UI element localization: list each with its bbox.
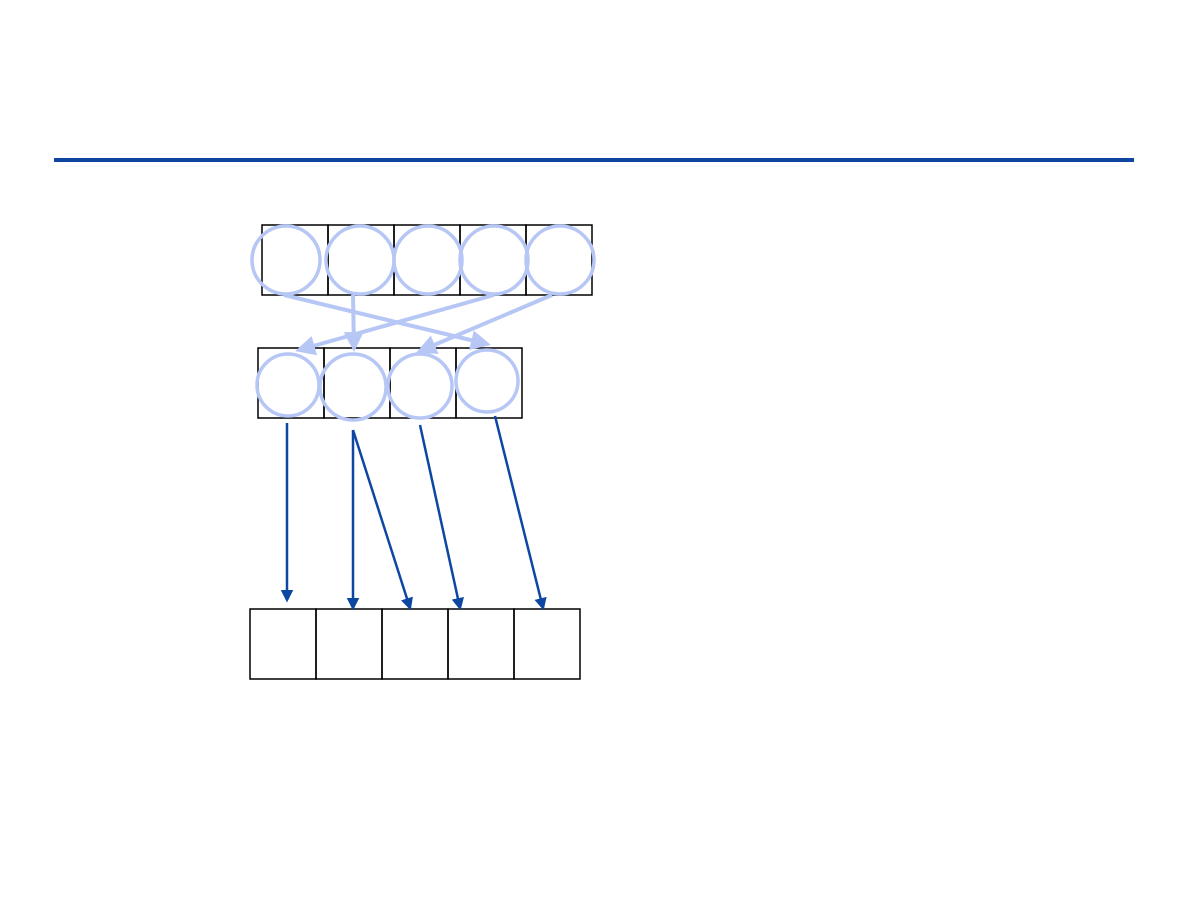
bottom-cell-5	[513, 608, 581, 680]
top-circle-1	[250, 224, 322, 296]
top-circle-5	[524, 224, 596, 296]
top-circle-3	[392, 224, 464, 296]
top-circle-4	[458, 224, 530, 296]
bottom-cell-1	[249, 608, 317, 680]
top-row-circles	[250, 224, 596, 296]
arrow-top4-to-middle1	[295, 293, 495, 356]
bottom-cell-4	[447, 608, 515, 680]
arrow-middle2-to-bottom3	[351, 429, 413, 611]
middle-circle-4	[454, 348, 520, 414]
top-cell-1	[261, 224, 329, 296]
top-circle-2	[324, 224, 396, 296]
arrow-middle4-to-bottom5	[493, 415, 547, 611]
middle-cell-3	[389, 347, 457, 419]
middle-to-bottom-arrows	[280, 415, 547, 611]
title-divider	[54, 158, 1134, 162]
arrow-middle3-to-bottom4	[418, 424, 464, 611]
middle-circle-3	[386, 352, 454, 420]
middle-circle-1	[255, 352, 321, 418]
bottom-cell-3	[381, 608, 449, 680]
middle-row	[257, 347, 523, 419]
middle-circle-2	[318, 352, 388, 422]
top-to-middle-arrows	[283, 293, 553, 356]
middle-row-circles	[255, 348, 520, 422]
bottom-cell-2	[315, 608, 383, 680]
arrow-top2-to-middle2	[343, 294, 364, 352]
bottom-row	[249, 608, 581, 680]
arrow-top5-to-middle3	[416, 293, 553, 354]
